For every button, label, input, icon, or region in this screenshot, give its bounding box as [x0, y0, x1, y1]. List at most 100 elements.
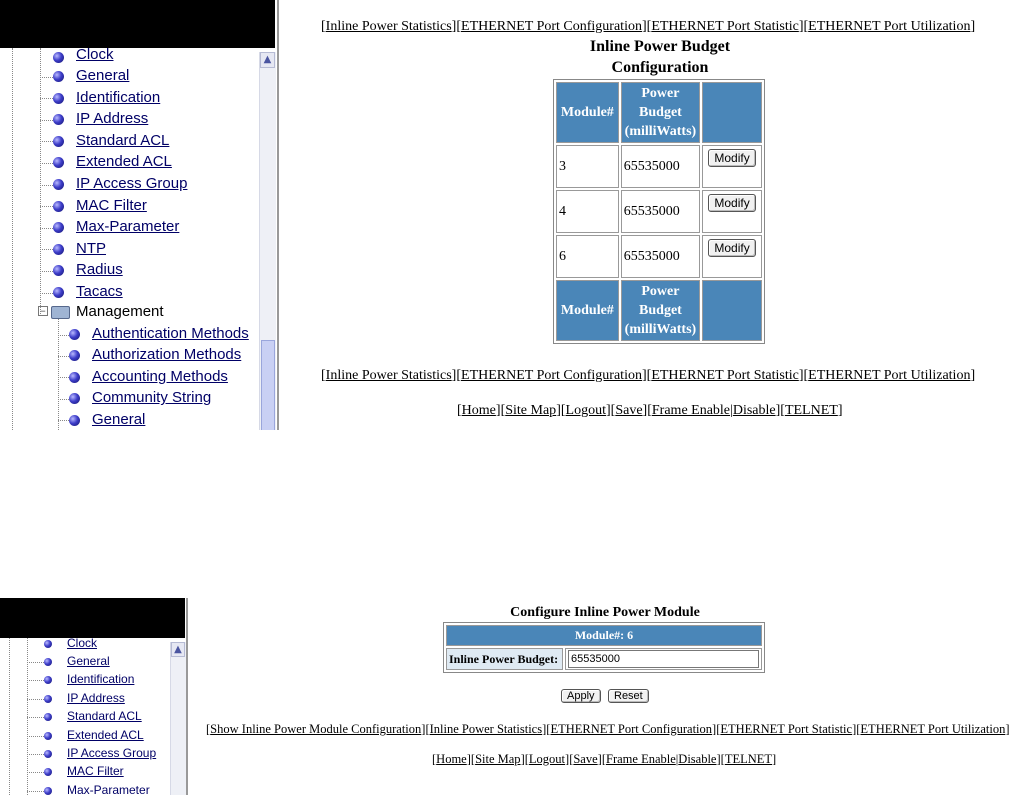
apply-button[interactable]: Apply [561, 689, 601, 703]
col-action-header [702, 280, 762, 341]
modify-button[interactable]: Modify [708, 194, 756, 212]
link-ethernet-port-configuration[interactable]: ETHERNET Port Configuration [461, 368, 642, 383]
tree-item-label[interactable]: IP Access Group [67, 746, 157, 760]
link-site-map[interactable]: Site Map [505, 403, 557, 418]
budget-input[interactable] [568, 650, 759, 668]
tree-scrollbar[interactable]: ▲ [170, 642, 186, 795]
link-home[interactable]: Home [436, 752, 467, 766]
tree-item-label[interactable]: Extended ACL [76, 153, 172, 171]
top-footer-links: [Home][Site Map][Logout][Save][Frame Ena… [457, 403, 843, 418]
bullet-icon [53, 179, 64, 190]
tree-folder-management[interactable]: − Management [0, 303, 260, 323]
reset-button[interactable]: Reset [608, 689, 649, 703]
link-disable[interactable]: Disable [732, 403, 776, 418]
link-save[interactable]: Save [573, 752, 598, 766]
tree-item-label[interactable]: IP Address [67, 690, 125, 705]
link-ethernet-port-configuration[interactable]: ETHERNET Port Configuration [550, 722, 713, 736]
tree-item-label[interactable]: General [67, 654, 110, 668]
cell-budget: 65535000 [620, 235, 701, 278]
table-row: 6 65535000 Modify [556, 235, 762, 278]
link-disable[interactable]: Disable [678, 752, 717, 766]
link-ethernet-port-statistic[interactable]: ETHERNET Port Statistic [720, 722, 853, 736]
scroll-up-icon[interactable]: ▲ [171, 642, 185, 657]
link-show-inline-power-module-configuration[interactable]: Show Inline Power Module Configuration [210, 722, 422, 736]
link-telnet[interactable]: TELNET [784, 403, 838, 418]
link-save[interactable]: Save [615, 403, 643, 418]
modify-button[interactable]: Modify [708, 149, 756, 167]
link-telnet[interactable]: TELNET [724, 752, 773, 766]
link-ethernet-port-statistic[interactable]: ETHERNET Port Statistic [651, 19, 799, 34]
col-action-header [702, 82, 762, 143]
tree-item-label[interactable]: IP Address [76, 110, 149, 128]
scroll-up-icon[interactable]: ▲ [260, 52, 275, 68]
bullet-icon [44, 676, 52, 685]
page-title-line2: Configuration [611, 59, 709, 76]
bullet-icon [44, 658, 52, 666]
tree-item-label[interactable]: MAC Filter [67, 764, 124, 779]
bottom-black-header [0, 598, 185, 638]
top-black-header [0, 0, 275, 48]
tree-item-label[interactable]: IP Access Group [76, 175, 188, 192]
tree-item-label[interactable]: Tacacs [76, 283, 123, 300]
tree-item-label[interactable]: Standard ACL [67, 709, 142, 724]
tree-item-label[interactable]: Max-Parameter [67, 782, 150, 795]
link-logout[interactable]: Logout [528, 752, 566, 766]
link-inline-power-statistics[interactable]: Inline Power Statistics [325, 19, 452, 34]
bottom-nav-links: [Show Inline Power Module Configuration]… [206, 722, 1009, 736]
tree-item-label[interactable]: Extended ACL [67, 727, 144, 742]
top-nav-links: [Inline Power Statistics][ETHERNET Port … [321, 19, 976, 34]
link-ethernet-port-utilization[interactable]: ETHERNET Port Utilization [808, 368, 971, 383]
link-ethernet-port-utilization[interactable]: ETHERNET Port Utilization [808, 19, 971, 34]
bullet-icon [69, 393, 80, 405]
cell-action: Modify [702, 190, 762, 233]
collapse-icon[interactable]: − [38, 306, 48, 316]
scroll-thumb[interactable] [261, 340, 275, 430]
tree-item-label[interactable]: Accounting Methods [92, 367, 228, 385]
bottom-footer-links: [Home][Site Map][Logout][Save][Frame Ena… [432, 752, 777, 766]
tree-item-label[interactable]: Standard ACL [76, 131, 170, 149]
link-inline-power-statistics[interactable]: Inline Power Statistics [429, 722, 543, 736]
budget-input-cell [565, 648, 762, 670]
table-footer-row: Module# Power Budget (milliWatts) [556, 280, 762, 341]
bullet-icon [53, 200, 64, 212]
tree-item-label[interactable]: General [76, 67, 130, 84]
tree-item-label[interactable]: Max-Parameter [76, 218, 180, 236]
bullet-icon [53, 92, 64, 104]
link-logout[interactable]: Logout [565, 403, 606, 418]
link-inline-power-statistics[interactable]: Inline Power Statistics [325, 368, 452, 383]
tree-item-label[interactable]: Radius [76, 261, 123, 279]
link-ethernet-port-statistic[interactable]: ETHERNET Port Statistic [651, 368, 799, 383]
tree-scrollbar[interactable]: ▲ [259, 52, 276, 430]
link-ethernet-port-configuration[interactable]: ETHERNET Port Configuration [461, 19, 642, 34]
link-frame-enable[interactable]: Frame Enable [606, 752, 676, 766]
config-form-table: Module#: 6 Inline Power Budget: [443, 622, 765, 673]
tree-item-label[interactable]: MAC Filter [76, 196, 147, 214]
tree-item-label[interactable]: Authorization Methods [92, 346, 242, 364]
table-row: 3 65535000 Modify [556, 145, 762, 188]
bullet-icon [53, 265, 64, 277]
bullet-icon [44, 694, 52, 703]
link-site-map[interactable]: Site Map [475, 752, 521, 766]
modify-button[interactable]: Modify [708, 239, 756, 257]
tree-item-label[interactable]: Identification [76, 88, 161, 106]
tree-item-label[interactable]: Identification [67, 672, 135, 687]
bullet-icon [69, 329, 80, 340]
tree-item-label[interactable]: Authentication Methods [92, 325, 249, 342]
link-ethernet-port-utilization[interactable]: ETHERNET Port Utilization [860, 722, 1006, 736]
bullet-icon [44, 640, 52, 648]
col-budget-header: Power Budget (milliWatts) [620, 82, 701, 143]
tree-item-label[interactable]: General [92, 410, 146, 428]
bullet-icon [53, 135, 64, 147]
budget-label: Inline Power Budget: [446, 648, 563, 670]
tree-item-label[interactable]: Community String [92, 389, 212, 407]
bullet-icon [44, 713, 52, 722]
cell-budget: 65535000 [620, 190, 701, 233]
bullet-icon [44, 750, 52, 758]
bullet-icon [53, 71, 64, 82]
tree-item-label[interactable]: NTP [76, 239, 106, 257]
link-frame-enable[interactable]: Frame Enable [651, 403, 731, 418]
link-home[interactable]: Home [461, 403, 496, 418]
bullet-icon [44, 768, 52, 777]
bullet-icon [53, 114, 64, 126]
folder-open-icon [51, 306, 70, 319]
